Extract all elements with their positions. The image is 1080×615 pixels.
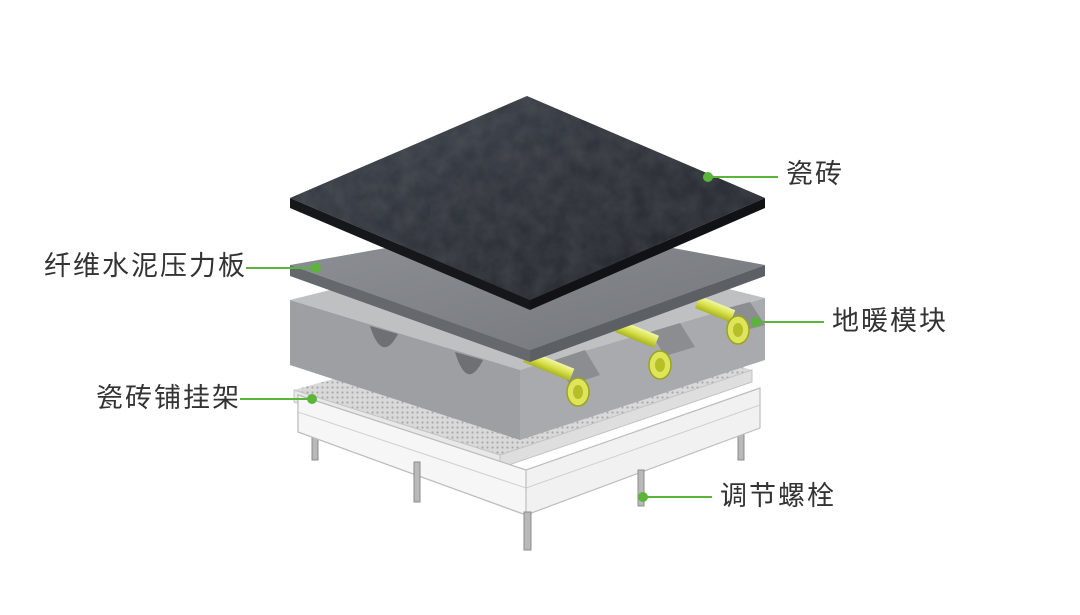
leader-floor-heating-module [751,317,824,327]
leader-tile [703,172,778,182]
label-adjusting-bolt: 调节螺栓 [720,481,836,512]
heating-pipe-3 [695,296,750,345]
leader-cement-board [246,263,321,273]
bolt-front-left [413,461,421,503]
bolt-front-center [523,511,532,551]
bolt-front-right [637,469,645,507]
ceramic-tile [290,96,765,310]
label-cement-board: 纤维水泥压力板 [44,251,247,282]
leader-tile-hanger-frame [240,394,317,404]
label-floor-heating-module: 地暖模块 [832,306,948,337]
heating-pipe-2 [615,319,672,380]
label-tile-hanger-frame: 瓷砖铺挂架 [96,383,241,414]
leader-adjusting-bolt [638,492,712,502]
label-tile: 瓷砖 [786,159,844,190]
